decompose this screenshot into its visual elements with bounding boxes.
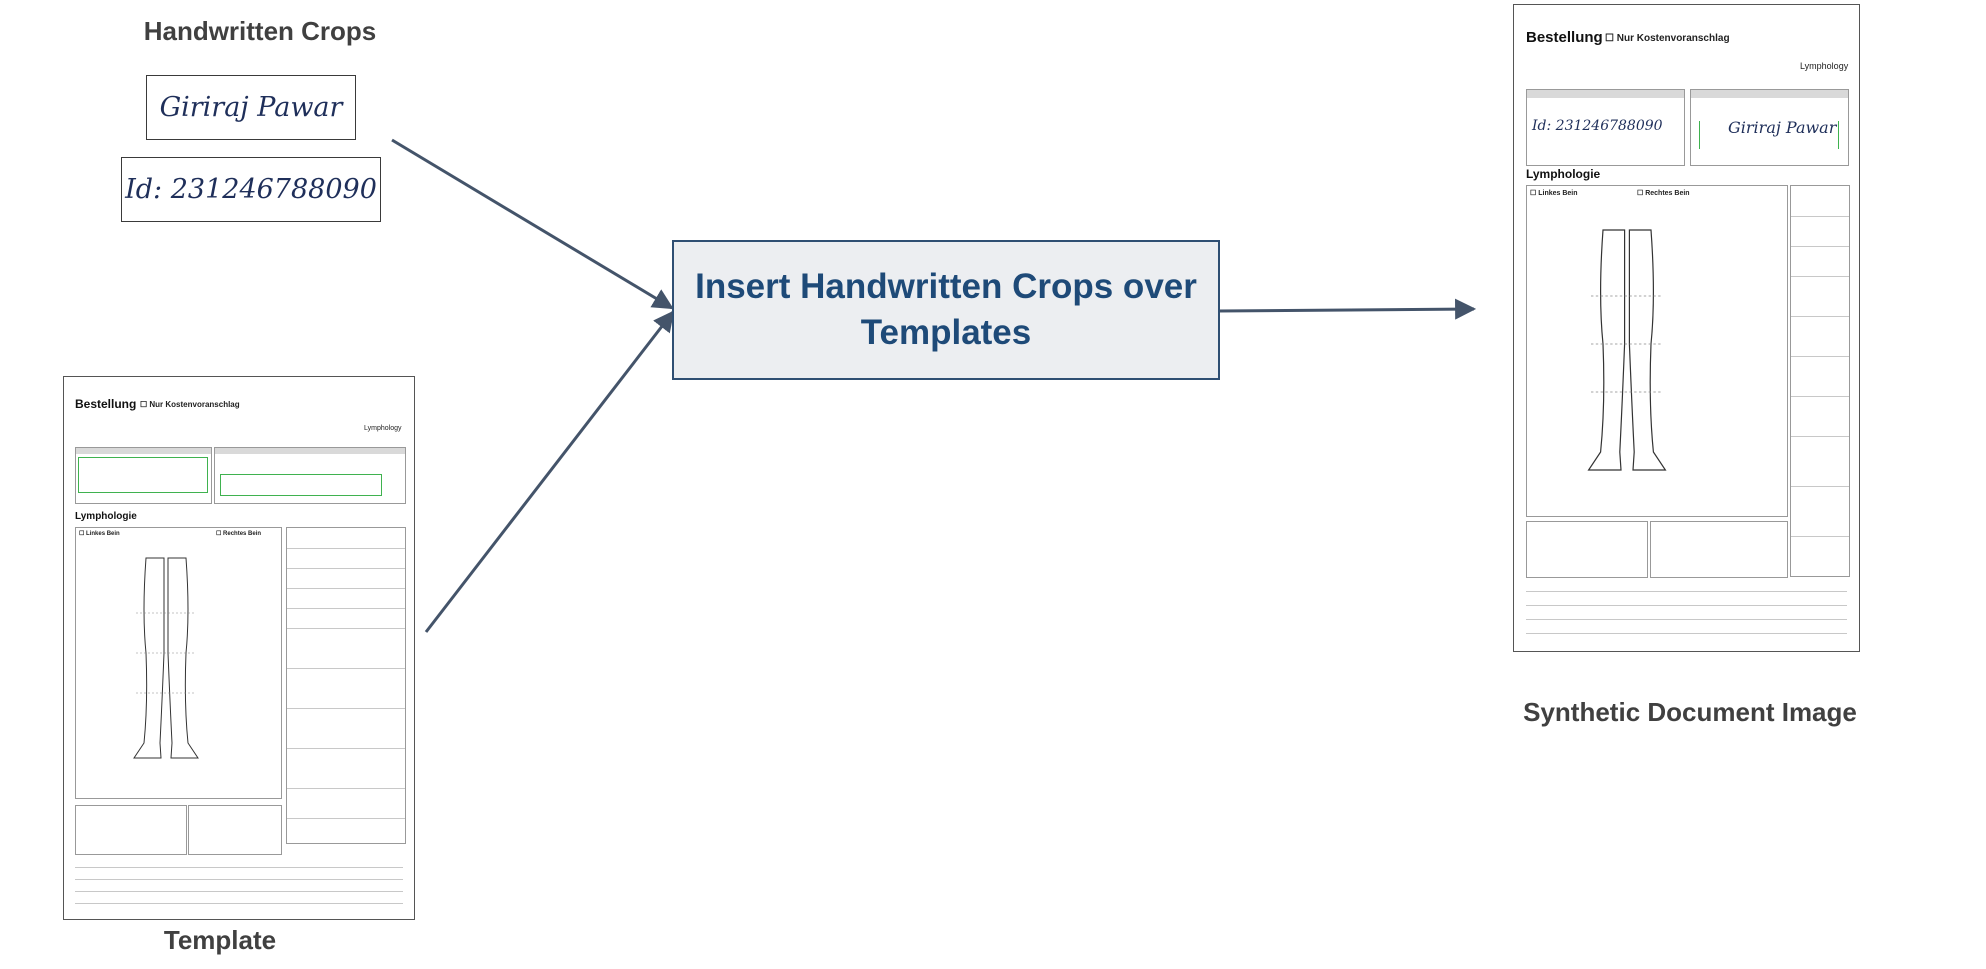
- synthetic-panel-patient: [1690, 89, 1849, 166]
- template-title: Bestellung: [75, 397, 137, 411]
- template-right-leg: ☐ Rechtes Bein: [216, 531, 262, 537]
- process-box: Insert Handwritten Crops over Templates: [672, 240, 1220, 380]
- synthetic-id-handwriting: Id: 231246788090: [1532, 118, 1663, 134]
- template-right-table: [286, 527, 406, 844]
- template-bottom-panel-2: [188, 805, 282, 855]
- process-line-1: Insert Handwritten Crops over: [695, 267, 1197, 306]
- template-right-label: Lymphology: [364, 425, 402, 432]
- template-green-field-2: [220, 474, 382, 496]
- template-legs-drawing: [133, 557, 199, 759]
- synthetic-panel-firma: [1526, 89, 1685, 166]
- synthetic-green-field: [1699, 121, 1839, 149]
- name-crop: Giriraj Pawar: [146, 75, 356, 140]
- template-panel-firma: [75, 447, 212, 504]
- template-bottom-panel-1: [75, 805, 187, 855]
- synthetic-checkbox-label: ☐ Nur Kostenvoranschlag: [1605, 33, 1730, 44]
- id-crop: Id: 231246788090: [121, 157, 381, 222]
- template-heading: Template: [163, 925, 277, 955]
- process-line-2: Templates: [860, 313, 1032, 352]
- template-legs-panel: ☐ Linkes Bein ☐ Rechtes Bein: [75, 527, 282, 799]
- synthetic-name-handwriting: Giriraj Pawar: [1728, 118, 1837, 137]
- template-left-leg: ☐ Linkes Bein: [79, 531, 120, 537]
- handwritten-crops-heading: Handwritten Crops: [143, 16, 377, 46]
- synthetic-bottom-panel-2: [1650, 521, 1788, 578]
- arrow-crops-to-box: [391, 138, 674, 310]
- synthetic-bottom-panel-1: [1526, 521, 1648, 578]
- template-section: Lymphologie: [75, 511, 137, 522]
- template-panel-patient: [214, 447, 406, 504]
- synthetic-left-leg: ☐ Linkes Bein: [1530, 190, 1578, 197]
- synthetic-section: Lymphologie: [1526, 167, 1601, 181]
- arrow-box-to-output: [1217, 298, 1477, 320]
- synthetic-right-label: Lymphology: [1800, 61, 1849, 71]
- name-crop-text: Giriraj Pawar: [159, 92, 343, 123]
- synthetic-title: Bestellung: [1526, 29, 1603, 46]
- synthetic-heading: Synthetic Document Image: [1523, 697, 1857, 727]
- arrow-template-to-box: [424, 310, 675, 633]
- synthetic-right-table: [1790, 185, 1850, 577]
- synthetic-legs-panel: ☐ Linkes Bein ☐ Rechtes Bein: [1526, 185, 1788, 517]
- synthetic-legs-drawing: [1587, 229, 1667, 471]
- template-document: Bestellung ☐ Nur Kostenvoranschlag Lymph…: [63, 376, 415, 920]
- id-crop-text: Id: 231246788090: [125, 174, 377, 205]
- template-checkbox-label: ☐ Nur Kostenvoranschlag: [140, 400, 240, 409]
- synthetic-right-leg: ☐ Rechtes Bein: [1637, 190, 1690, 197]
- synthetic-document: Bestellung ☐ Nur Kostenvoranschlag Lymph…: [1513, 4, 1860, 652]
- template-green-field-1: [78, 457, 208, 493]
